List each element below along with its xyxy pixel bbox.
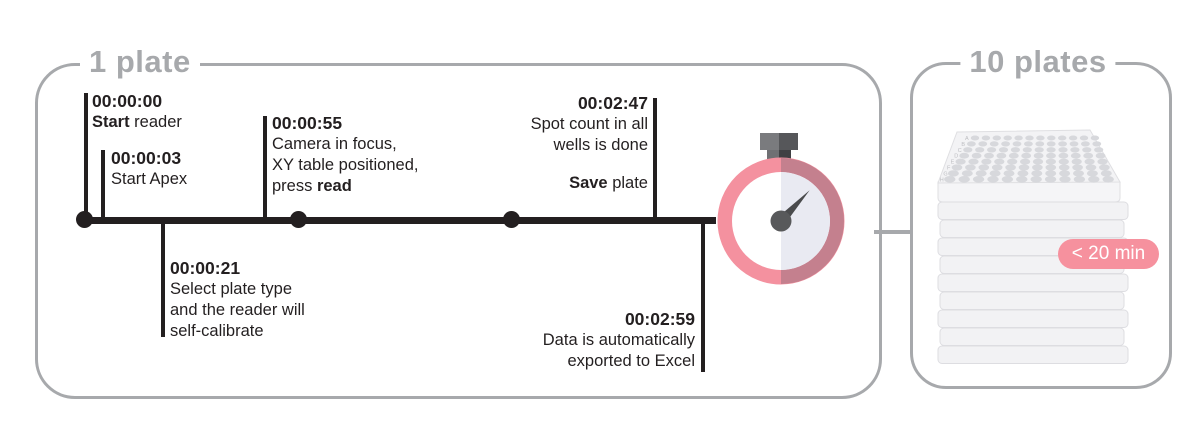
- tick-00-00-03: [101, 150, 105, 219]
- timeline-event-start-reader: 00:00:00 Start reader: [92, 90, 182, 133]
- event-description: Start Apex: [111, 170, 188, 188]
- timeline-event-camera-focus: 00:00:55 Camera in focus, XY table posit…: [272, 112, 418, 197]
- event-description: press read: [272, 177, 352, 195]
- event-description: wells is done: [553, 136, 648, 154]
- event-time: 00:00:21: [170, 258, 241, 278]
- svg-text:H: H: [940, 177, 944, 183]
- event-description: and the reader will: [170, 301, 305, 319]
- event-description: Select plate type: [170, 280, 292, 298]
- timeline-dot: [290, 211, 307, 228]
- event-description: Spot count in all: [530, 115, 648, 133]
- svg-text:B: B: [961, 142, 965, 148]
- one-plate-title: 1 plate: [80, 44, 200, 80]
- svg-text:G: G: [943, 171, 947, 177]
- tick-00-00-21: [161, 224, 165, 337]
- tick-00-00-00: [84, 93, 88, 219]
- svg-text:F: F: [947, 166, 951, 172]
- timeline-dot: [503, 211, 520, 228]
- event-time: 00:02:47: [577, 93, 648, 113]
- timeline-start-dot: [76, 211, 93, 228]
- ten-plates-title: 10 plates: [960, 44, 1116, 80]
- svg-text:E: E: [951, 160, 955, 166]
- time-badge: < 20 min: [1058, 239, 1159, 269]
- timeline-event-export-excel: 00:02:59 Data is automatically exported …: [455, 308, 695, 372]
- svg-text:D: D: [954, 154, 958, 160]
- tick-00-02-47: [653, 98, 657, 219]
- event-description: Start reader: [92, 113, 182, 131]
- tick-00-02-59: [701, 224, 705, 372]
- event-description: Save plate: [569, 174, 648, 192]
- event-time: 00:02:59: [624, 309, 695, 329]
- event-time: 00:00:03: [111, 148, 182, 168]
- event-description: Data is automatically: [542, 331, 695, 349]
- stopwatch-icon: [717, 133, 845, 285]
- tick-00-00-55: [263, 116, 267, 219]
- svg-text:C: C: [958, 148, 962, 154]
- event-description: exported to Excel: [567, 352, 696, 370]
- timeline-event-start-apex: 00:00:03 Start Apex: [111, 147, 187, 190]
- timeline-event-select-plate: 00:00:21 Select plate type and the reade…: [170, 257, 305, 342]
- timeline-axis: [84, 217, 716, 224]
- event-description: XY table positioned,: [272, 156, 419, 174]
- svg-text:A: A: [965, 136, 969, 142]
- event-time: 00:00:00: [92, 91, 163, 111]
- timeline-event-spot-count: 00:02:47 Spot count in all wells is done…: [448, 92, 648, 194]
- event-description: self-calibrate: [170, 322, 264, 340]
- event-time: 00:00:55: [272, 113, 343, 133]
- event-description: Camera in focus,: [272, 135, 397, 153]
- panel-connector-line: [874, 230, 912, 234]
